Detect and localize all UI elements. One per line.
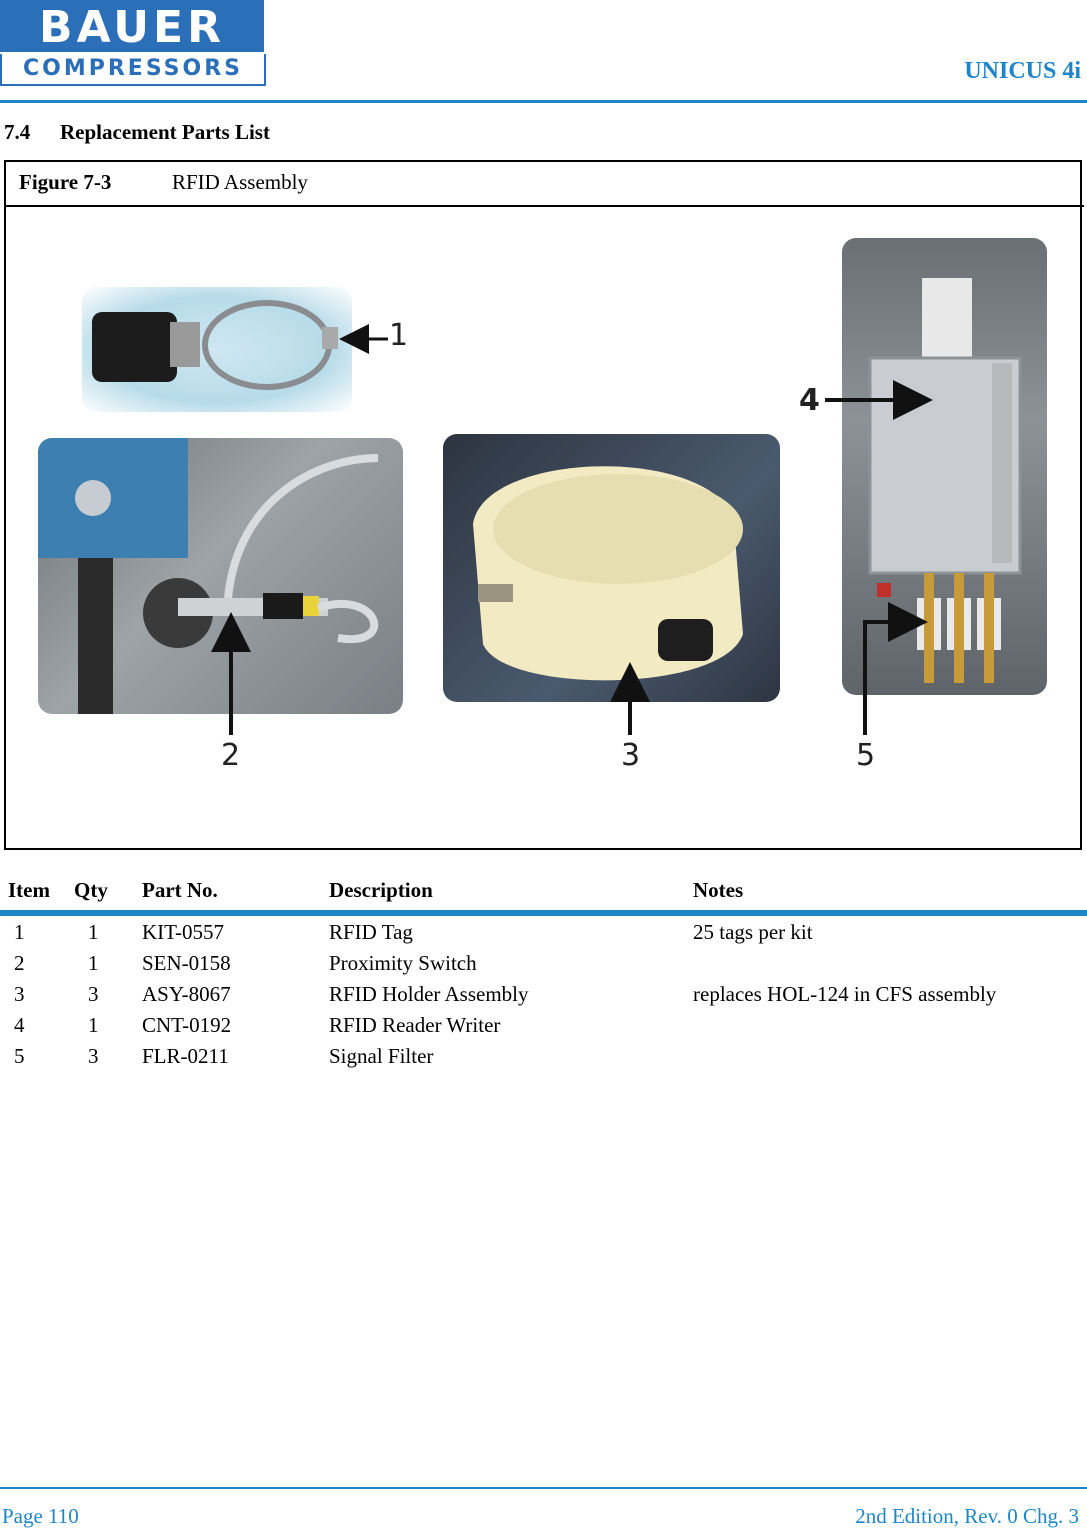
cell-item: 1 bbox=[14, 920, 25, 944]
figure-caption-divider bbox=[4, 205, 1084, 207]
cell-item: 5 bbox=[14, 1044, 25, 1068]
cell-part: CNT-0192 bbox=[142, 1013, 232, 1037]
callout-1: 1 bbox=[389, 318, 409, 353]
figure-label: Figure 7-3 bbox=[19, 170, 112, 194]
photo-proximity-switch bbox=[38, 438, 403, 714]
callout-5: 5 bbox=[856, 738, 876, 773]
page-number: Page 110 bbox=[2, 1504, 79, 1528]
figure-title: RFID Assembly bbox=[172, 170, 308, 194]
cell-notes: 25 tags per kit bbox=[693, 920, 813, 944]
cell-part: SEN-0158 bbox=[142, 951, 231, 975]
figure-frame bbox=[4, 160, 1082, 850]
product-name: UNICUS 4i bbox=[964, 58, 1081, 84]
table-row: 5 3 FLR-0211 Signal Filter bbox=[0, 1044, 1087, 1075]
table-header-divider bbox=[0, 910, 1087, 916]
table-row: 2 1 SEN-0158 Proximity Switch bbox=[0, 951, 1087, 982]
rfid-tag-illustration bbox=[92, 300, 338, 390]
col-header-notes: Notes bbox=[693, 878, 744, 902]
col-header-description: Description bbox=[329, 878, 433, 902]
edition-label: 2nd Edition, Rev. 0 Chg. 3 bbox=[855, 1504, 1079, 1528]
cell-qty: 1 bbox=[88, 1013, 99, 1037]
cell-item: 3 bbox=[14, 982, 25, 1006]
cell-item: 2 bbox=[14, 951, 25, 975]
cell-part: ASY-8067 bbox=[142, 982, 231, 1006]
table-row: 3 3 ASY-8067 RFID Holder Assembly replac… bbox=[0, 982, 1087, 1013]
bauer-logo: BAUER COMPRESSORS bbox=[0, 0, 266, 87]
col-header-qty: Qty bbox=[74, 878, 108, 902]
callout-arrows bbox=[211, 324, 933, 735]
footer-divider bbox=[0, 1487, 1087, 1489]
cell-qty: 1 bbox=[88, 951, 99, 975]
callout-2: 2 bbox=[221, 738, 241, 773]
section-number: 7.4 bbox=[4, 120, 31, 144]
photo-rfid-tag bbox=[82, 287, 352, 412]
arrow-5 bbox=[863, 602, 928, 735]
callout-3: 3 bbox=[621, 738, 641, 773]
photo-reader-writer bbox=[842, 238, 1047, 695]
logo-bottom-text: COMPRESSORS bbox=[22, 56, 244, 81]
col-header-part: Part No. bbox=[142, 878, 218, 902]
cell-description: Signal Filter bbox=[329, 1044, 434, 1068]
logo-bottom-band: COMPRESSORS bbox=[0, 54, 266, 86]
cell-item: 4 bbox=[14, 1013, 25, 1037]
logo-top-band: BAUER bbox=[0, 0, 264, 53]
section-heading: 7.4 Replacement Parts List bbox=[4, 120, 270, 145]
cell-description: RFID Holder Assembly bbox=[329, 982, 529, 1006]
cell-description: RFID Tag bbox=[329, 920, 413, 944]
cell-description: Proximity Switch bbox=[329, 951, 477, 975]
table-row: 4 1 CNT-0192 RFID Reader Writer bbox=[0, 1013, 1087, 1044]
cell-part: FLR-0211 bbox=[142, 1044, 229, 1068]
logo-top-text: BAUER bbox=[39, 2, 225, 53]
cell-qty: 3 bbox=[88, 982, 99, 1006]
header-divider bbox=[0, 100, 1087, 103]
cell-part: KIT-0557 bbox=[142, 920, 225, 944]
cell-description: RFID Reader Writer bbox=[329, 1013, 501, 1037]
cell-notes: replaces HOL-124 in CFS assembly bbox=[693, 982, 997, 1006]
section-title: Replacement Parts List bbox=[60, 120, 270, 144]
cell-qty: 1 bbox=[88, 920, 99, 944]
photo-rfid-holder bbox=[443, 434, 780, 702]
table-row: 1 1 KIT-0557 RFID Tag 25 tags per kit bbox=[0, 920, 1087, 951]
cell-qty: 3 bbox=[88, 1044, 99, 1068]
callout-4: 4 bbox=[799, 383, 820, 418]
rfid-holder-illustration bbox=[473, 466, 743, 681]
proximity-switch-illustration bbox=[38, 438, 379, 714]
col-header-item: Item bbox=[8, 878, 50, 902]
